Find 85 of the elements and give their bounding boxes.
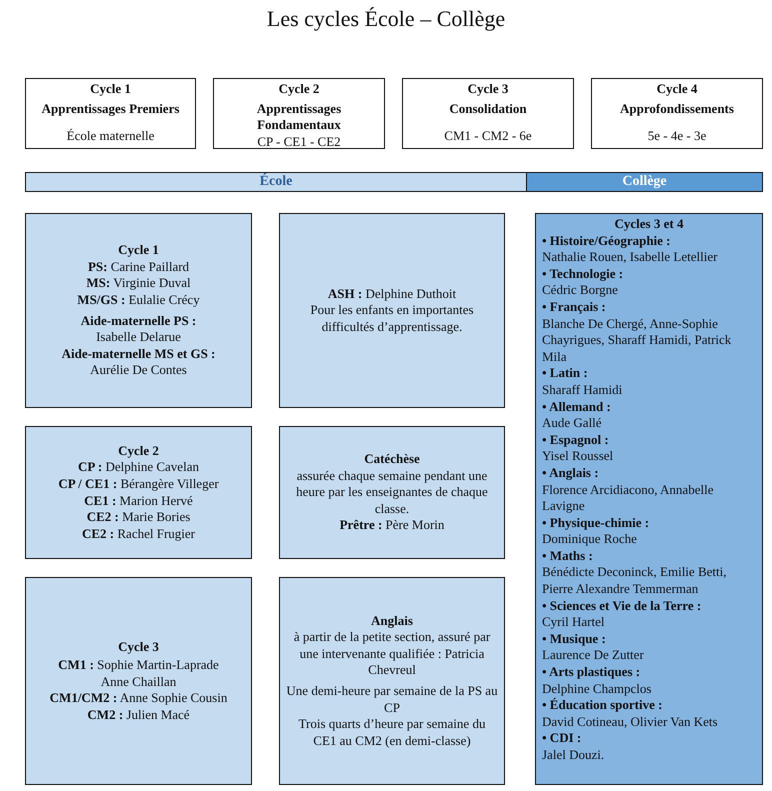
body-text: Cyril Hartel — [542, 614, 606, 631]
body-text: CP - CE1 - CE2 — [256, 134, 342, 150]
box-heading: Collège — [621, 174, 668, 190]
cycle-box — [591, 78, 763, 149]
subheading-text: • Latin : — [542, 365, 589, 382]
subheading-text: Approfondissements — [619, 100, 735, 118]
subheading-text: Apprentissages Premiers — [40, 100, 180, 118]
subheading-text: • Français : — [542, 298, 607, 316]
body-text: David Cotineau, Olivier Van Kets — [542, 714, 719, 730]
body-text: Pour les enfants en importantes difficultés d’apprentissage. — [309, 302, 475, 336]
body-text: CP / CE1 : Bérangère Villeger — [57, 476, 220, 492]
body-text: Isabelle Delarue — [95, 329, 182, 346]
body-text: CP : Delphine Cavelan — [77, 459, 200, 476]
subheading-text: • Technologie : — [542, 266, 624, 282]
info-box — [25, 577, 252, 785]
body-text: Jalel Douzi. — [542, 747, 606, 764]
body-text: assurée chaque semaine pendant une heure par les enseignantes de chaque classe. — [295, 468, 489, 518]
subheading-text: • Anglais : — [542, 464, 600, 482]
body-text: Cédric Borgne — [542, 282, 619, 299]
box-heading: Cycle 1 — [117, 242, 160, 259]
cycle-box — [213, 78, 385, 149]
subheading-text: Consolidation — [448, 100, 528, 118]
body-text: MS: Virginie Duval — [85, 275, 192, 292]
info-box — [279, 426, 505, 559]
info-box — [279, 577, 505, 785]
info-box — [25, 213, 252, 408]
subheading-text: • Histoire/Géographie : — [542, 232, 672, 250]
body-text: Delphine Champclos — [542, 680, 652, 698]
body-text: Aurélie De Contes — [89, 362, 188, 379]
subheading-text: • Maths : — [542, 548, 594, 564]
body-text: Bénédicte Deconinck, Emilie Betti, Pierre Alexandre Temmerman — [542, 564, 728, 598]
body-text: Laurence De Zutter — [542, 647, 645, 664]
section-band — [25, 172, 527, 192]
body-text: MS/GS : Eulalie Crécy — [76, 292, 201, 308]
body-text: Anne Chaillan — [100, 674, 178, 690]
box-heading: Cycle 1 — [89, 81, 132, 98]
subheading-text: • Sciences et Vie de la Terre : — [542, 598, 702, 614]
body-text: Yisel Roussel — [542, 448, 614, 465]
body-text: CM2 : Julien Macé — [86, 706, 191, 724]
cycle-box — [25, 78, 196, 149]
body-text: Aude Gallé — [542, 415, 603, 432]
body-text: ASH : Delphine Duthoit — [326, 286, 458, 302]
box-heading: École — [258, 174, 294, 190]
body-text: CM1 : Sophie Martin-Laprade — [57, 657, 220, 674]
subheading-text: • Physique-chimie : — [542, 514, 650, 532]
subheading-text: Apprentissages Fondamentaux — [256, 100, 342, 134]
subheading-text: • Allemand : — [542, 398, 612, 416]
body-text: École maternelle — [66, 128, 156, 145]
section-band — [526, 172, 763, 192]
cycle-box — [402, 78, 574, 149]
subheading-text: Aide-maternelle PS : — [80, 312, 198, 330]
body-text: CM1/CM2 : Anne Sophie Cousin — [48, 690, 228, 707]
body-text: CE2 : Rachel Frugier — [80, 526, 196, 542]
staff-list-box — [535, 213, 763, 785]
box-heading: Cycle 3 — [117, 638, 160, 656]
box-heading: Anglais — [370, 612, 414, 630]
info-box — [279, 213, 505, 408]
subheading-text: Aide-maternelle MS et GS : — [60, 346, 216, 362]
box-heading: Cycle 3 — [466, 81, 510, 98]
body-text: Florence Arcidiacono, Annabelle Lavigne — [542, 482, 714, 515]
body-text: CE1 : Marion Hervé — [83, 492, 194, 510]
box-heading: Catéchèse — [363, 451, 421, 468]
subheading-text: • Musique : — [542, 630, 607, 648]
body-text: PS: Carine Paillard — [86, 258, 190, 276]
body-text: CM1 - CM2 - 6e — [443, 128, 533, 145]
body-text: Une demi-heure par semaine de la PS au CP — [286, 683, 498, 716]
body-text: Prêtre : Père Morin — [338, 517, 446, 534]
subheading-text: • Espagnol : — [542, 432, 610, 448]
body-text: Nathalie Rouen, Isabelle Letellier — [542, 249, 718, 266]
body-text: Dominique Roche — [542, 531, 638, 548]
body-text: CE2 : Marie Bories — [86, 509, 192, 526]
box-heading: Cycle 2 — [117, 442, 160, 460]
subheading-text: • CDI : — [542, 730, 582, 747]
body-text: Sharaff Hamidi — [542, 382, 624, 399]
box-heading: Cycle 2 — [278, 81, 320, 98]
body-text: à partir de la petite section, assuré par une intervenante qualifiée : Patricia Chevreul — [292, 629, 492, 679]
info-box — [25, 426, 252, 559]
body-text: Trois quarts d’heure par semaine du CE1 au CM2 (en demi-classe) — [298, 716, 486, 750]
body-text: 5e - 4e - 3e — [646, 128, 708, 145]
box-heading: Cycle 4 — [656, 81, 698, 98]
body-text: Blanche De Chergé, Anne-Sophie Chayrigues, Sharaff Hamidi, Patrick Mila — [542, 316, 732, 366]
subheading-text: • Éducation sportive : — [542, 697, 664, 714]
box-heading: Cycles 3 et 4 — [614, 216, 684, 233]
subheading-text: • Arts plastiques : — [542, 664, 642, 681]
page-title: Les cycles École – Collège — [266, 6, 506, 32]
